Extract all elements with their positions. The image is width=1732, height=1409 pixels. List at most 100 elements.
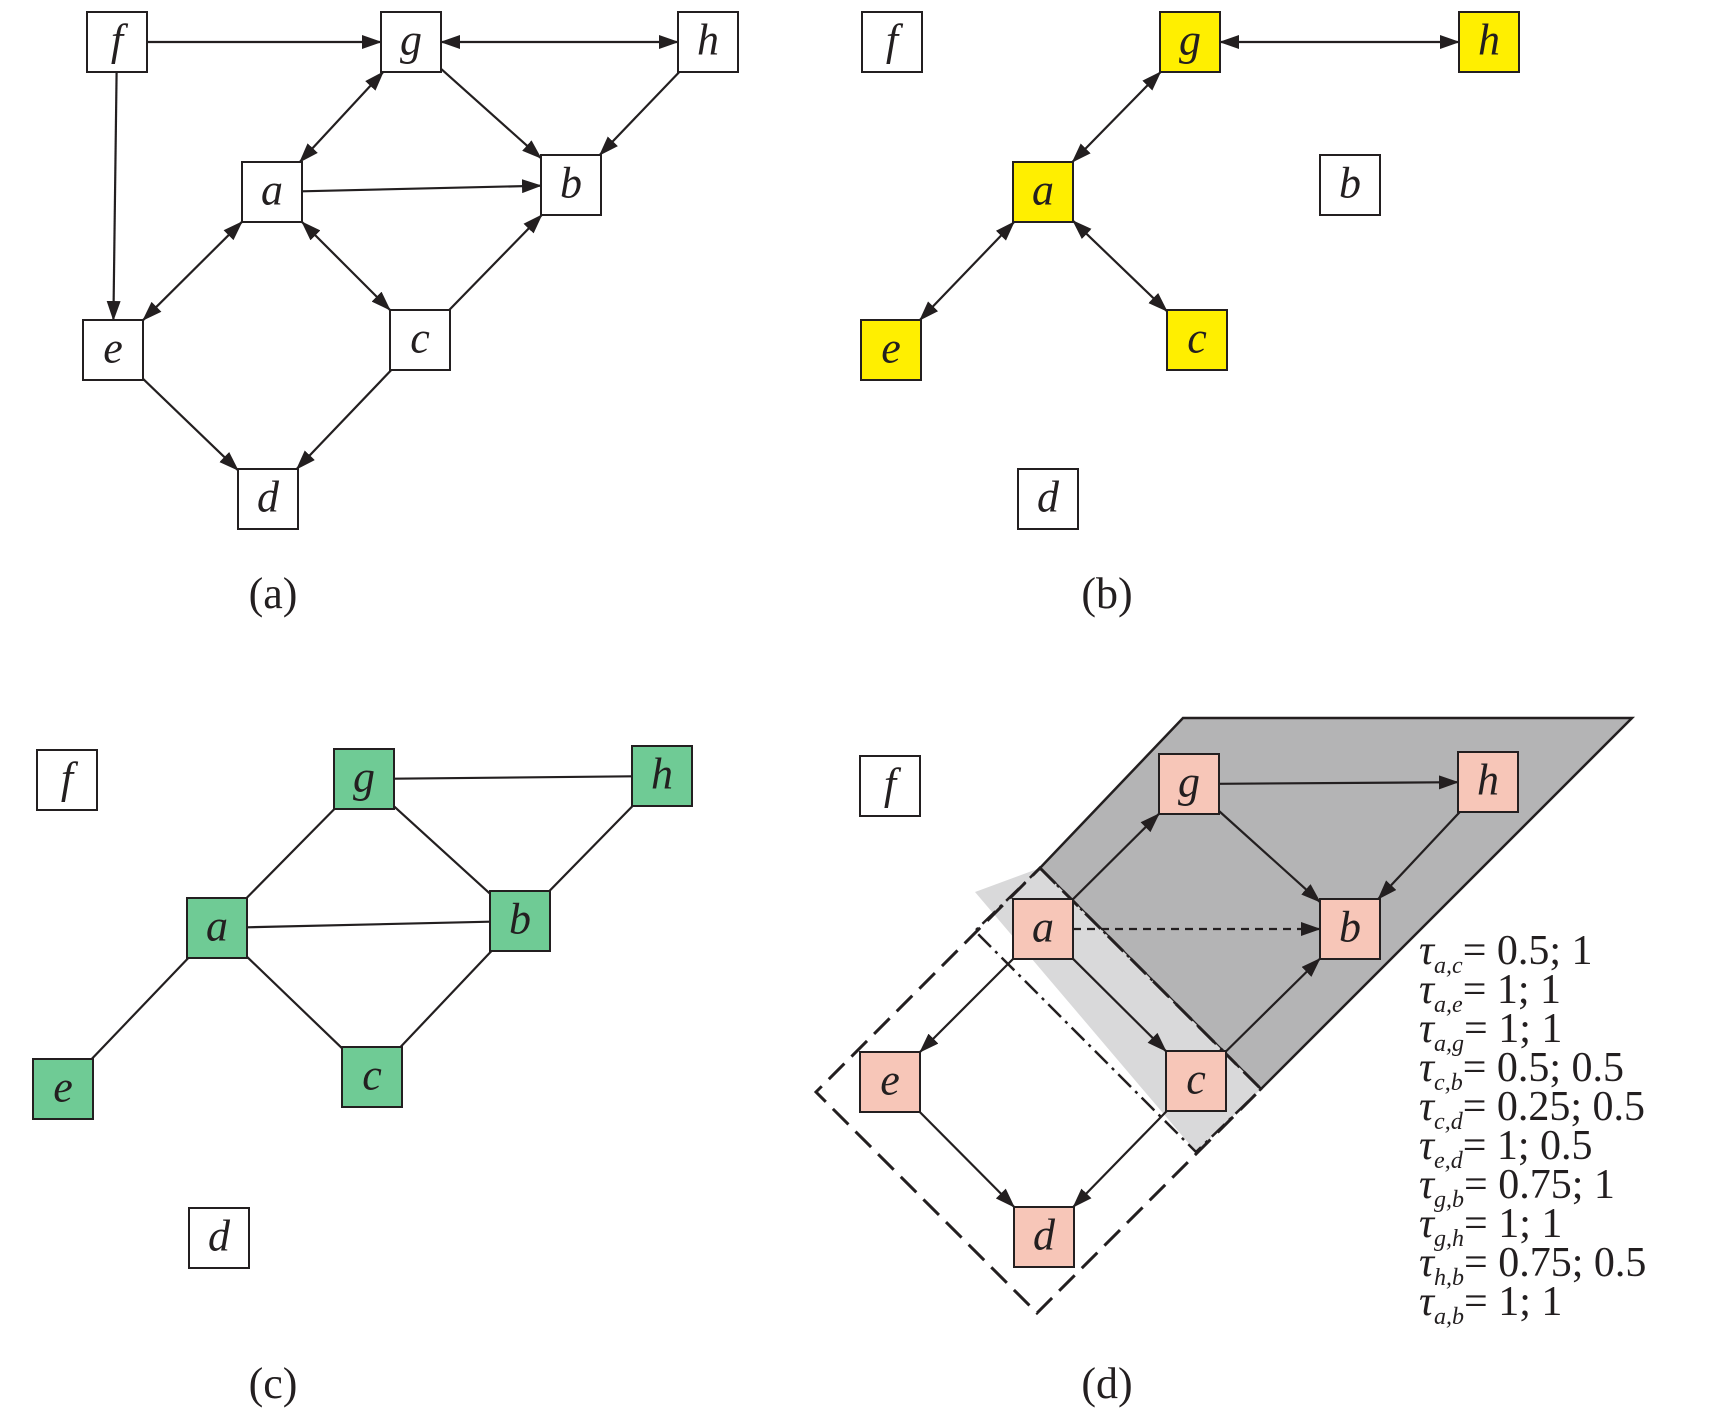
node-label: e — [103, 324, 123, 373]
node-b-f: f — [861, 11, 923, 73]
node-box — [237, 468, 299, 530]
node-c-b: b — [489, 890, 551, 952]
node-a-e: e — [82, 319, 144, 381]
node-box — [860, 319, 922, 381]
edge-d-c-d — [1072, 1110, 1168, 1208]
node-box — [489, 890, 551, 952]
node-label: h — [697, 16, 719, 65]
node-b-g: g — [1159, 11, 1221, 73]
tau-value: = 1; 1 — [1464, 1006, 1562, 1052]
node-box — [82, 319, 144, 381]
tau-symbol: τ — [1419, 1162, 1436, 1208]
caption-panel-a: (a) — [249, 569, 298, 618]
node-label: e — [880, 1056, 900, 1105]
tau-entry: τg,b= 0.75; 1 — [1419, 1162, 1615, 1213]
tau-entry: τh,b= 0.75; 0.5 — [1419, 1240, 1646, 1291]
node-label: b — [560, 159, 582, 208]
node-box — [1017, 468, 1079, 530]
node-label: c — [1187, 314, 1207, 363]
tau-entry: τc,d= 0.25; 0.5 — [1419, 1084, 1645, 1135]
tau-entry: τa,g= 1; 1 — [1419, 1006, 1562, 1057]
node-c-a: a — [186, 897, 248, 959]
node-a-a: a — [241, 161, 303, 223]
node-box — [380, 11, 442, 73]
node-box — [1159, 11, 1221, 73]
tau-value: = 0.75; 0.5 — [1464, 1240, 1646, 1286]
tau-value: = 1; 1 — [1463, 967, 1561, 1013]
tau-value: = 0.75; 1 — [1464, 1162, 1615, 1208]
node-box — [859, 1051, 921, 1113]
tau-subscript: a,c — [1434, 953, 1463, 979]
node-d-b: b — [1319, 898, 1381, 960]
node-label: g — [1178, 758, 1200, 807]
tau-subscript: a,e — [1434, 992, 1463, 1018]
node-box — [36, 749, 98, 811]
tau-entry: τa,c= 0.5; 1 — [1419, 928, 1593, 979]
edge-b-a-e — [919, 221, 1015, 321]
node-label: g — [1179, 16, 1201, 65]
caption-panel-c: (c) — [249, 1359, 298, 1408]
node-a-d: d — [237, 468, 299, 530]
edge-d-a-g — [1072, 813, 1160, 900]
tau-subscript: h,b — [1434, 1265, 1464, 1291]
tau-value: = 1; 0.5 — [1463, 1123, 1593, 1169]
node-b-c: c — [1166, 309, 1228, 371]
tau-value: = 0.5; 0.5 — [1463, 1045, 1624, 1091]
node-d-c: c — [1165, 1050, 1227, 1112]
edge-c-g-b — [393, 805, 491, 895]
node-label: h — [1478, 16, 1500, 65]
tau-entry: τa,b= 1; 1 — [1419, 1279, 1562, 1330]
node-box — [859, 755, 921, 817]
tau-symbol: τ — [1419, 1123, 1436, 1169]
tau-symbol: τ — [1419, 1006, 1436, 1052]
tau-value: = 0.5; 1 — [1463, 928, 1593, 974]
node-box — [1319, 154, 1381, 216]
node-label: a — [1032, 166, 1054, 215]
node-d-h: h — [1457, 751, 1519, 813]
node-d-d: d — [1013, 1206, 1075, 1268]
node-label: g — [400, 16, 422, 65]
tau-subscript: c,d — [1434, 1109, 1464, 1135]
edge-a-e-d — [142, 378, 239, 471]
tau-symbol: τ — [1419, 1240, 1436, 1286]
node-box — [677, 11, 739, 73]
node-label: a — [206, 902, 228, 951]
node-label: b — [1339, 159, 1361, 208]
node-label: e — [53, 1063, 73, 1112]
edge-c-a-c — [246, 956, 343, 1049]
tau-subscript: a,g — [1434, 1031, 1464, 1057]
node-label: e — [881, 324, 901, 373]
edge-c-c-b — [399, 950, 493, 1048]
tau-entry: τa,e= 1; 1 — [1419, 967, 1561, 1018]
tau-entry: τe,d= 1; 0.5 — [1419, 1123, 1593, 1174]
node-box — [861, 11, 923, 73]
node-a-c: c — [389, 309, 451, 371]
node-label: c — [410, 314, 430, 363]
node-label: a — [1032, 903, 1054, 952]
node-label: c — [1186, 1055, 1206, 1104]
node-label: d — [1033, 1211, 1056, 1260]
edge-a-h-b — [598, 71, 681, 156]
node-box — [1319, 898, 1381, 960]
node-label: d — [257, 473, 280, 522]
edge-a-f-e — [106, 71, 121, 321]
edge-d-h-b — [1377, 811, 1461, 900]
node-box — [341, 1046, 403, 1108]
edge-d-a-c — [1072, 958, 1167, 1052]
edge-d-g-b — [1218, 810, 1321, 903]
node-box — [1158, 753, 1220, 815]
node-d-g: g — [1158, 753, 1220, 815]
node-box — [1458, 11, 1520, 73]
node-label: a — [261, 166, 283, 215]
node-label: c — [362, 1051, 382, 1100]
node-c-d: d — [188, 1207, 250, 1269]
node-box — [1012, 898, 1074, 960]
node-label: h — [1477, 756, 1499, 805]
dashed-outline-region — [813, 865, 1264, 1316]
tau-symbol: τ — [1419, 1201, 1436, 1247]
node-b-e: e — [860, 319, 922, 381]
node-box — [241, 161, 303, 223]
tau-symbol: τ — [1419, 967, 1436, 1013]
tau-symbol: τ — [1419, 928, 1436, 974]
